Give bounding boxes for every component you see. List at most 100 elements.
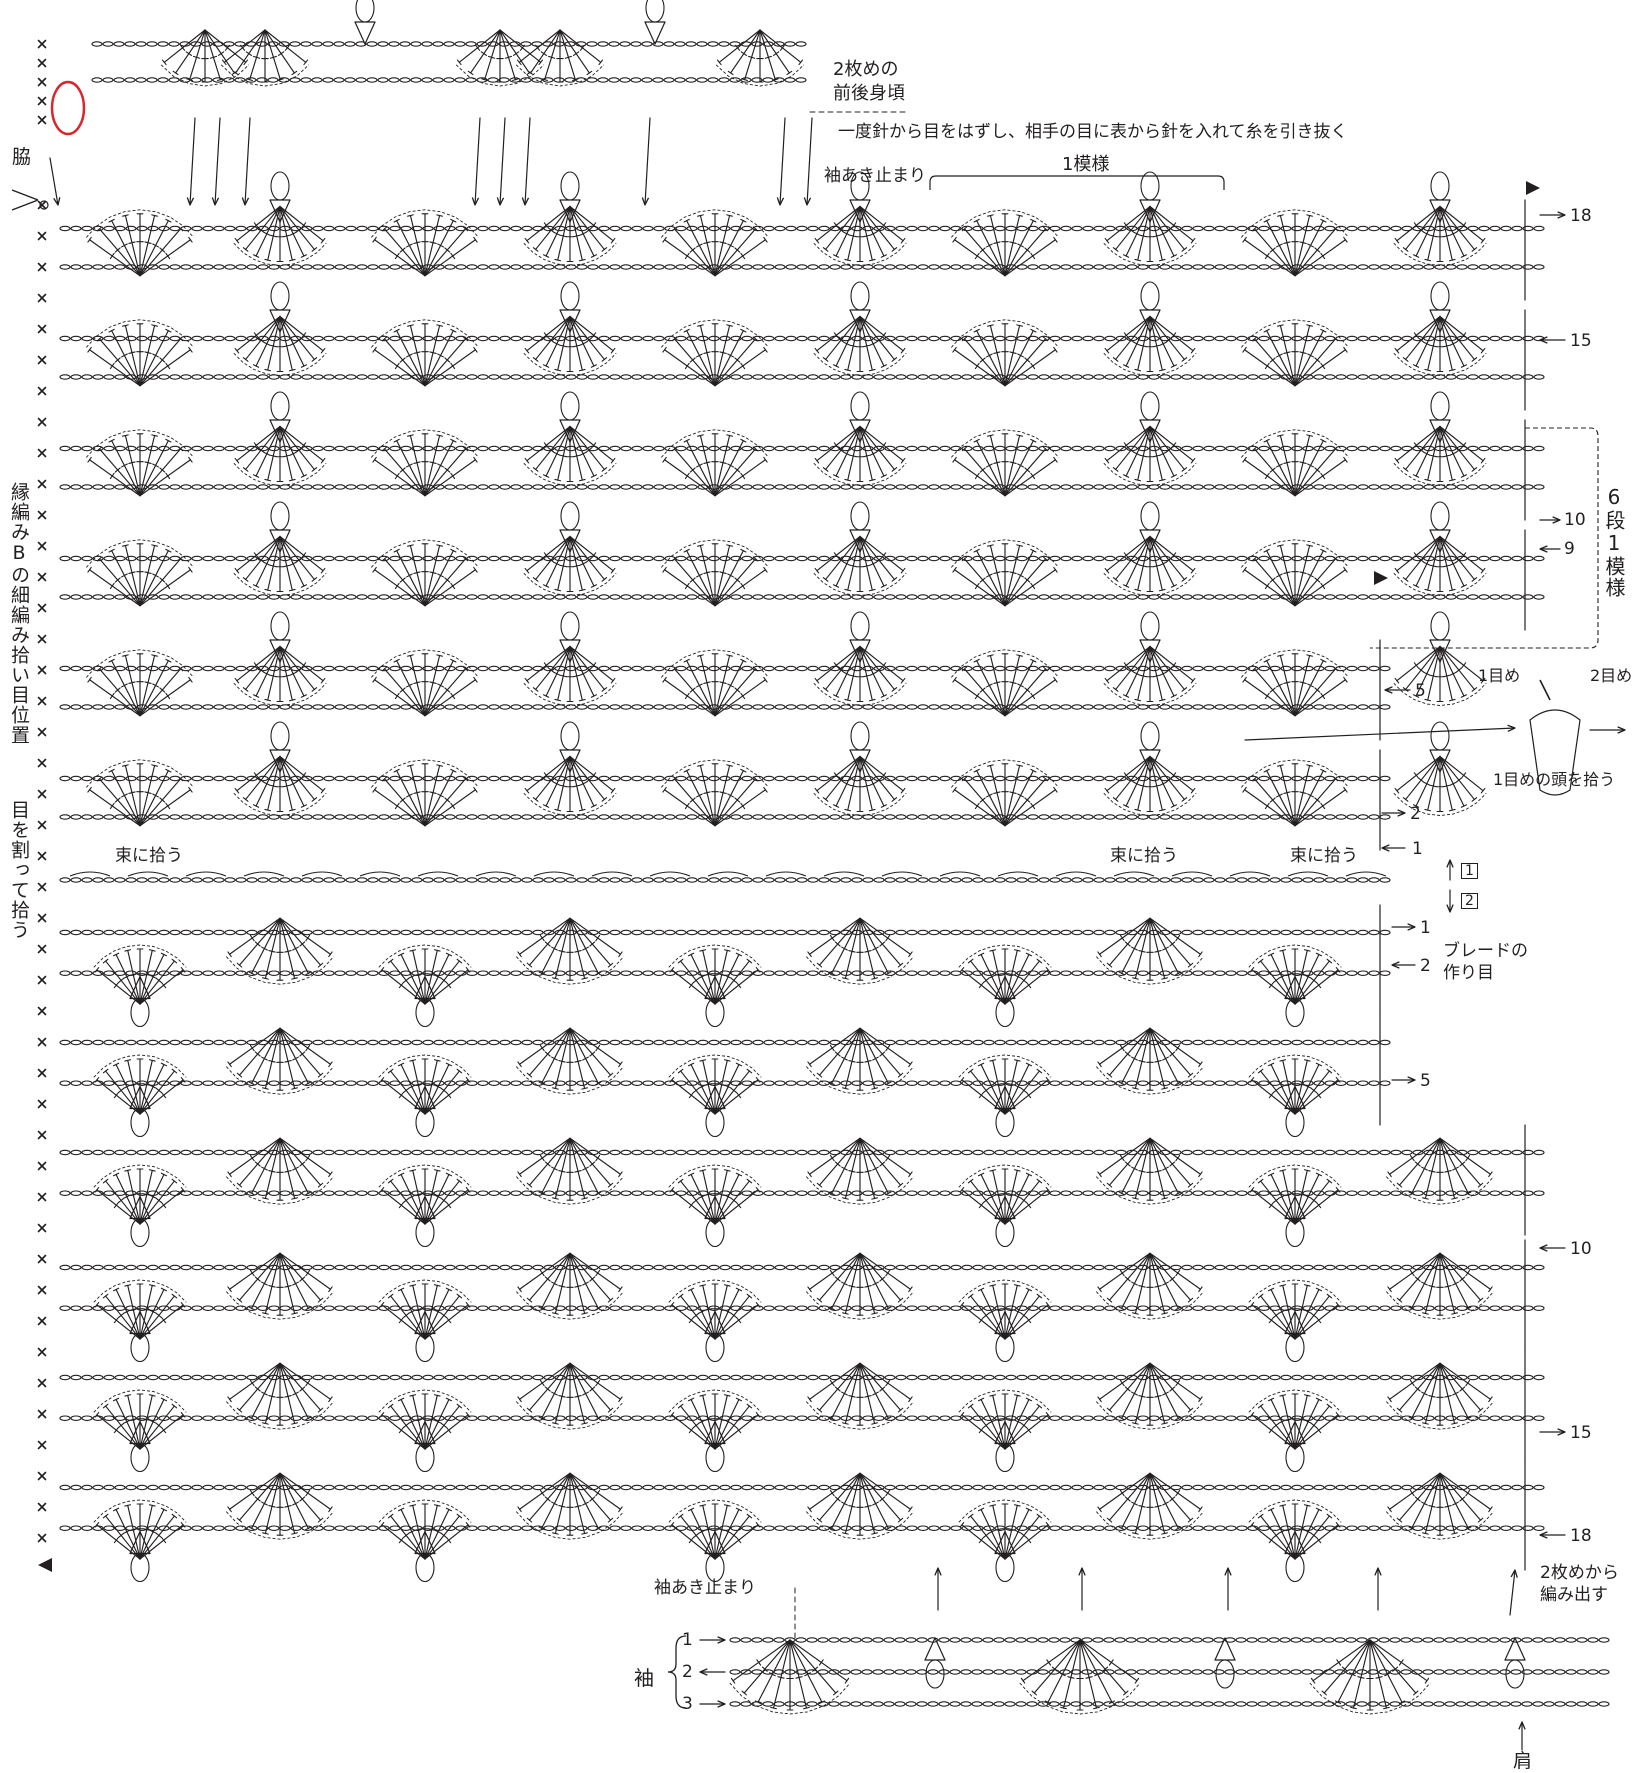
- upper-fan-down-5-1: [233, 755, 327, 816]
- lower-fan-up-0-0: [93, 944, 187, 1005]
- lower-fan-down-0-1: [225, 917, 335, 985]
- lower-fan-up-2-4: [668, 1164, 762, 1225]
- lower-fan-up-0-4: [668, 944, 762, 1005]
- sleeve-up-arrow-3: [1374, 1567, 1382, 1611]
- upper-fan-down-3-1: [233, 535, 327, 596]
- braid-foundation-row: [59, 877, 1391, 883]
- shoulder-arrow: [1518, 1721, 1526, 1751]
- upper-vshape-0-5: [849, 171, 871, 223]
- upper-fan-up-2-2: [370, 429, 480, 497]
- row-arrow-12: [1539, 1531, 1566, 1539]
- row-arrow-4: [1384, 686, 1411, 694]
- upper-vshape-4-9: [1429, 611, 1451, 663]
- row-arrow-9: [1391, 1076, 1416, 1084]
- lower-fan-down-5-9: [1385, 1472, 1495, 1540]
- row-arrow-2: [1539, 516, 1561, 524]
- stitch-detail: [1529, 679, 1581, 796]
- sleeve-fan-a: [729, 1639, 851, 1715]
- lower-fan-down-0-3: [515, 917, 625, 985]
- row-sleeve-2: 2: [682, 1662, 693, 1682]
- upper-fan-down-0-3: [523, 205, 617, 266]
- label-braid-start: ブレードの 作り目: [1443, 941, 1528, 984]
- sleeve-fan-c: [1019, 1639, 1141, 1715]
- label-side: 脇: [12, 146, 32, 168]
- top-fan-b: [220, 29, 310, 87]
- box-2: 2: [1461, 893, 1478, 909]
- lower-fan-down-1-7: [1095, 1027, 1205, 1095]
- upper-fan-up-5-8: [1240, 759, 1350, 827]
- row-upper-15: 15: [1570, 331, 1592, 351]
- lower-fan-down-4-7: [1095, 1362, 1205, 1430]
- row-lower-18: 18: [1570, 1526, 1592, 1546]
- lower-fan-up-4-4: [668, 1389, 762, 1450]
- upper-fan-up-1-8: [1240, 319, 1350, 387]
- top-fan-d: [515, 29, 605, 87]
- row-arrow-14: [699, 1668, 726, 1676]
- lower-fan-up-5-6: [958, 1499, 1052, 1560]
- marker-top-right: [1526, 181, 1540, 195]
- lower-fan-down-2-3: [515, 1137, 625, 1205]
- sleeve-chain-1: [729, 1637, 1610, 1643]
- lower-fan-down-4-3: [515, 1362, 625, 1430]
- upper-fan-down-4-5: [813, 645, 907, 706]
- upper-fan-down-3-5: [813, 535, 907, 596]
- lower-fan-down-4-9: [1385, 1362, 1495, 1430]
- row-lower-1: 1: [1420, 918, 1431, 938]
- row-upper-10: 10: [1564, 510, 1586, 530]
- row-arrow-11: [1539, 1428, 1566, 1436]
- lower-fan-down-5-5: [805, 1472, 915, 1540]
- upper-fan-down-3-9: [1393, 535, 1487, 596]
- upper-fan-down-4-1: [233, 645, 327, 706]
- upper-fan-up-1-0: [85, 319, 195, 387]
- upper-fan-down-1-9: [1393, 315, 1487, 376]
- lower-fan-down-2-9: [1385, 1137, 1495, 1205]
- lower-fan-up-1-6: [958, 1054, 1052, 1115]
- lower-fan-down-5-1: [225, 1472, 335, 1540]
- label-from-second: 2枚めから 編み出す: [1540, 1563, 1619, 1606]
- upper-fan-up-4-6: [950, 649, 1060, 717]
- lower-fan-down-2-1: [225, 1137, 335, 1205]
- join-arrow-6: [641, 117, 651, 206]
- upper-fan-up-2-0: [85, 429, 195, 497]
- lower-fan-down-3-5: [805, 1252, 915, 1320]
- upper-fan-up-2-6: [950, 429, 1060, 497]
- join-arrow-5: [521, 117, 531, 206]
- lower-fan-up-4-0: [93, 1389, 187, 1450]
- upper-fan-up-5-4: [660, 759, 770, 827]
- row-sleeve-3: 3: [682, 1694, 693, 1714]
- detail-arrow-right: [1589, 726, 1626, 734]
- upper-bracket-one-pattern: [929, 175, 1225, 190]
- label-sleeve-stop-top: 袖あき止まり: [824, 166, 926, 186]
- upper-fan-down-0-5: [813, 205, 907, 266]
- label-bundle-pick-left: 束に拾う: [115, 846, 183, 866]
- row-arrow-15: [699, 1700, 726, 1708]
- lower-fan-up-5-0: [93, 1499, 187, 1560]
- join-arrow-8: [803, 117, 813, 206]
- lower-fan-down-5-3: [515, 1472, 625, 1540]
- lower-fan-up-3-4: [668, 1279, 762, 1340]
- lower-chain-1-a: [59, 1039, 1391, 1046]
- upper-chain-3-a: [59, 555, 1545, 562]
- upper-chain-5-a: [59, 775, 1391, 782]
- join-arrow-3: [471, 117, 481, 206]
- row-lower-10: 10: [1570, 1239, 1592, 1259]
- lower-fan-down-4-1: [225, 1362, 335, 1430]
- lower-fan-down-3-3: [515, 1252, 625, 1320]
- sleeve-up-arrow-0: [934, 1567, 942, 1611]
- row-upper-18: 18: [1570, 206, 1592, 226]
- row-arrow-5: [1381, 809, 1406, 817]
- sleeve-up-arrow-1: [1078, 1567, 1086, 1611]
- sleeve-fan-e: [1309, 1639, 1431, 1715]
- upper-fan-up-5-0: [85, 759, 195, 827]
- upper-chain-1-a: [59, 335, 1545, 342]
- box-up-arrow: [1446, 859, 1454, 881]
- upper-chain-0-a: [59, 225, 1545, 232]
- marker-mid-right: [1374, 571, 1388, 585]
- lower-chain-2-a: [59, 1149, 1545, 1156]
- row-arrow-6: [1381, 844, 1406, 852]
- upper-fan-down-2-9: [1393, 425, 1487, 486]
- upper-fan-down-0-1: [233, 205, 327, 266]
- sleeve-chain-2: [729, 1669, 1610, 1675]
- upper-fan-up-2-4: [660, 429, 770, 497]
- upper-fan-down-4-3: [523, 645, 617, 706]
